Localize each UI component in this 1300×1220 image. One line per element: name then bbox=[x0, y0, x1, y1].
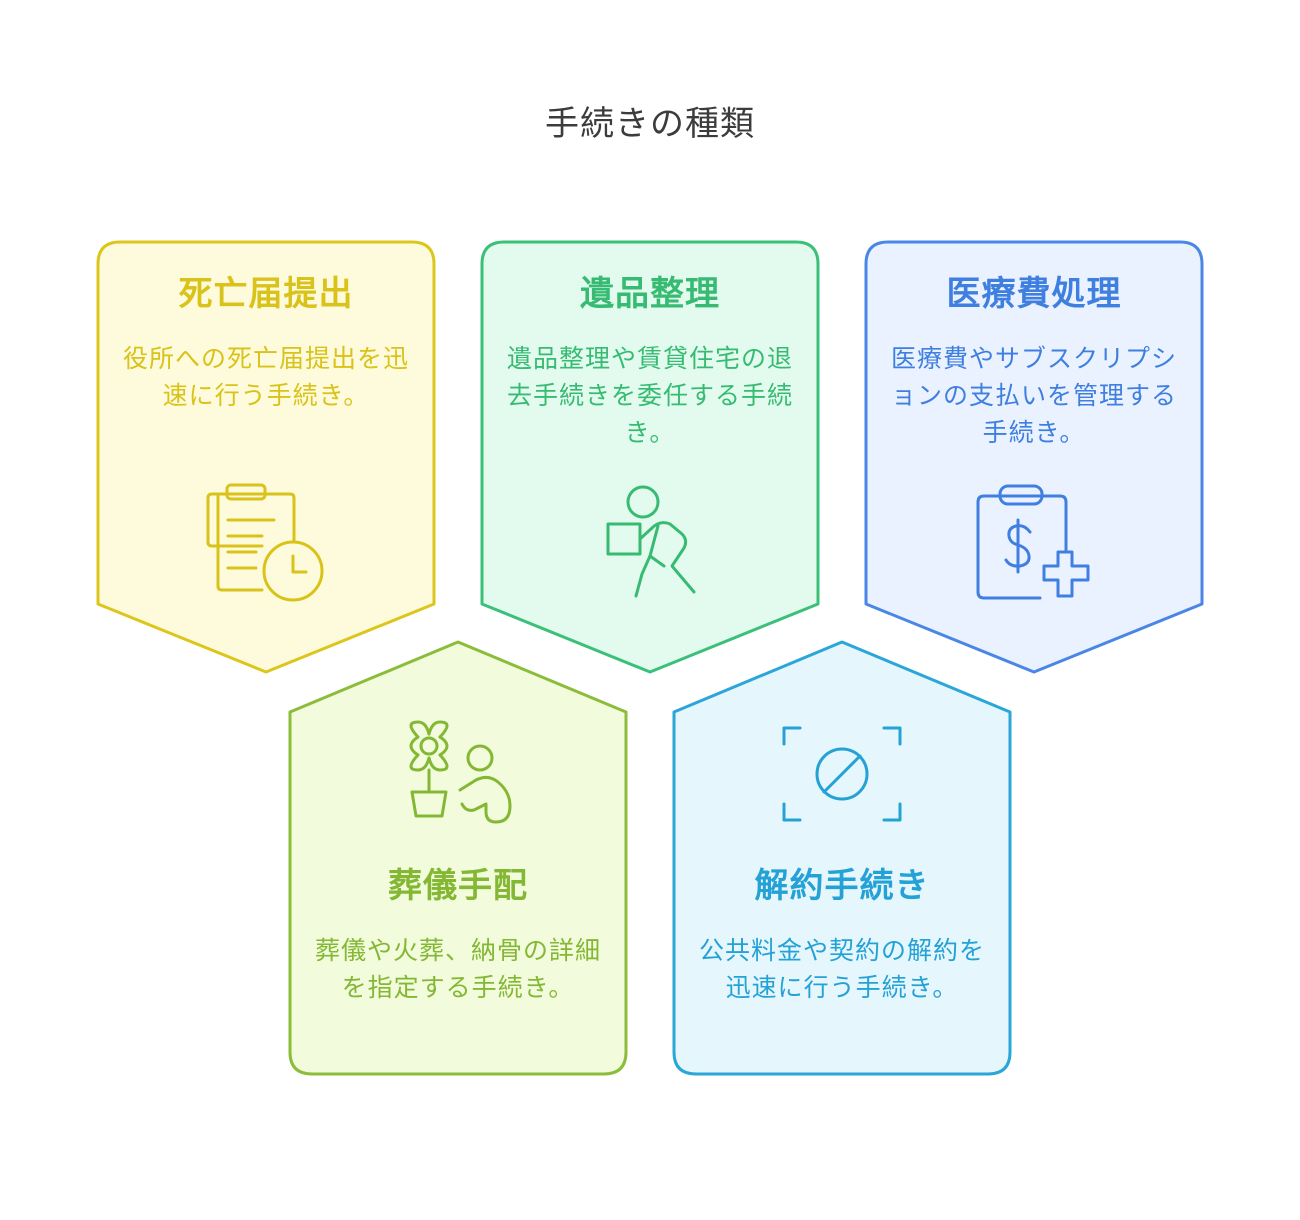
card-death-notice bbox=[96, 240, 436, 674]
card-description-contract-cancellation: 公共料金や契約の解約を迅速に行う手続き。 bbox=[698, 936, 985, 1002]
card-funeral-arrangement bbox=[288, 640, 628, 1076]
card-description-death-notice: 役所への死亡届提出を迅速に行う手続き。 bbox=[122, 344, 409, 410]
card-title-estate-cleanup: 遺品整理 bbox=[580, 274, 720, 314]
card-title-death-notice: 死亡届提出 bbox=[178, 274, 354, 314]
card-estate-cleanup bbox=[480, 240, 820, 674]
card-description-estate-cleanup: 遺品整理や賃貸住宅の退去手続きを委任する手続き。 bbox=[506, 344, 793, 447]
flower-pot-person-icon bbox=[409, 720, 512, 824]
card-description-funeral-arrangement: 葬儀や火葬、納骨の詳細を指定する手続き。 bbox=[314, 936, 601, 1002]
person-carrying-box-icon bbox=[606, 485, 696, 598]
prohibited-frame-icon bbox=[782, 726, 902, 822]
card-title-medical-bills: 医療費処理 bbox=[946, 274, 1122, 314]
card-medical-bills bbox=[864, 240, 1204, 674]
card-description-medical-bills: 医療費やサブスクリプションの支払いを管理する手続き。 bbox=[890, 344, 1177, 447]
medical-billing-clipboard-icon bbox=[976, 484, 1090, 600]
card-title-funeral-arrangement: 葬儀手配 bbox=[388, 866, 528, 906]
page-title: 手続きの種類 bbox=[545, 104, 755, 144]
card-contract-cancellation bbox=[672, 640, 1012, 1076]
clipboard-clock-icon bbox=[206, 483, 324, 602]
card-title-contract-cancellation: 解約手続き bbox=[754, 866, 930, 906]
